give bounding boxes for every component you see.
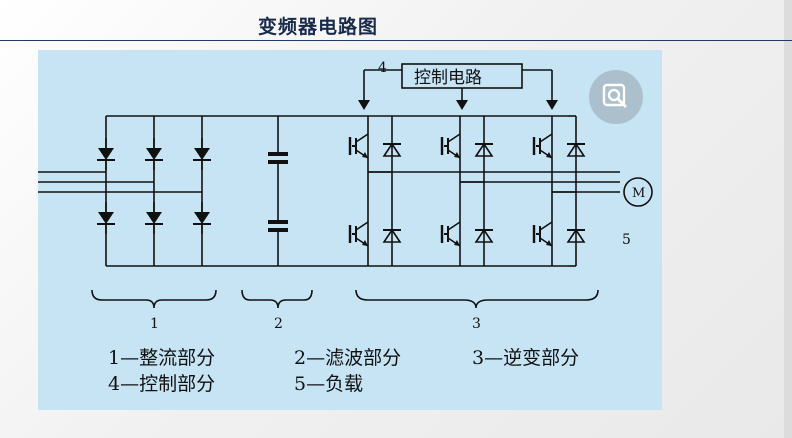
legend-item-3: 3—逆变部分 (472, 347, 579, 369)
load-number: 5 (622, 232, 631, 248)
zoom-icon (602, 83, 628, 109)
legend-item-1: 1—整流部分 (108, 347, 215, 369)
legend-item-2: 2—滤波部分 (294, 347, 401, 369)
legend-item-5: 5—负载 (294, 373, 363, 395)
control-number: 4 (378, 60, 387, 76)
zoom-button[interactable] (589, 70, 643, 124)
slide-edge (784, 0, 792, 438)
title-divider (0, 40, 792, 41)
group-number-3: 3 (472, 316, 481, 332)
circuit-diagram: 4 控制电路 M 5 1 2 3 1—整流部分 2—滤波部分 3—逆变部分 4—… (38, 60, 653, 395)
motor-label: M (632, 186, 645, 201)
group-number-1: 1 (150, 316, 159, 332)
slide-title: 变频器电路图 (258, 16, 379, 38)
circuit-figure: 4 控制电路 M 5 1 2 3 1—整流部分 2—滤波部分 3—逆变部分 4—… (38, 50, 662, 410)
legend-item-4: 4—控制部分 (108, 373, 215, 395)
control-circuit-label: 控制电路 (414, 68, 482, 88)
group-number-2: 2 (274, 316, 283, 332)
